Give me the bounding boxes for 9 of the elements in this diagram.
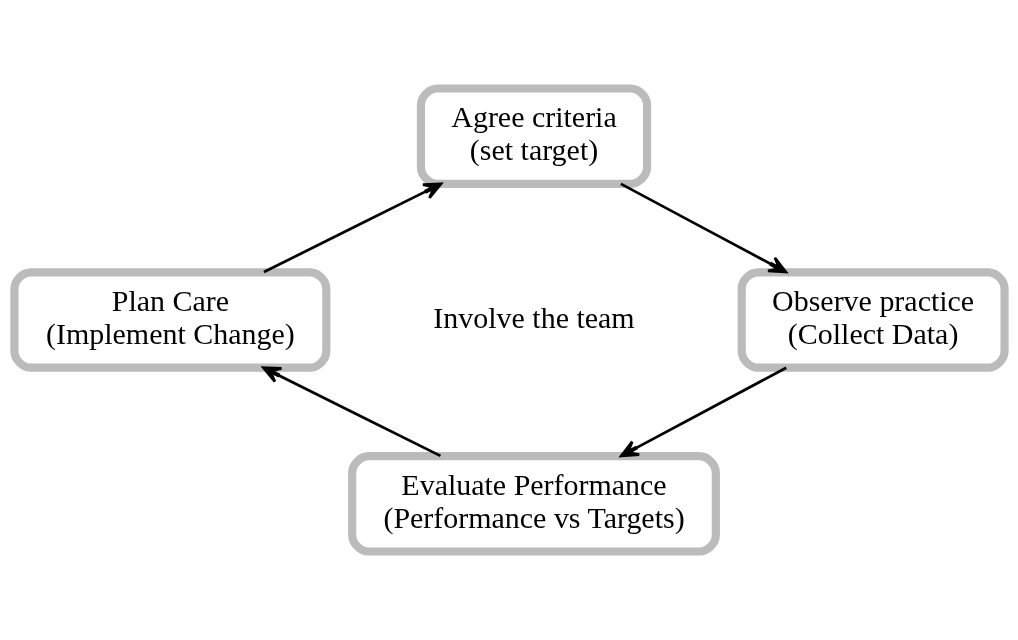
node-text: Involve the team	[432, 300, 635, 334]
node-box: Evaluate Performance (Performance vs Targets)	[347, 452, 720, 556]
arrow	[619, 182, 787, 274]
node-box: Agree criteria (set target)	[416, 84, 651, 188]
arrow	[262, 182, 442, 274]
node-box: Plan Care (Implement Change)	[9, 268, 330, 372]
node-box: Observe practice (Collect Data)	[737, 268, 1009, 372]
arrow	[619, 366, 787, 458]
arrow	[261, 366, 441, 458]
